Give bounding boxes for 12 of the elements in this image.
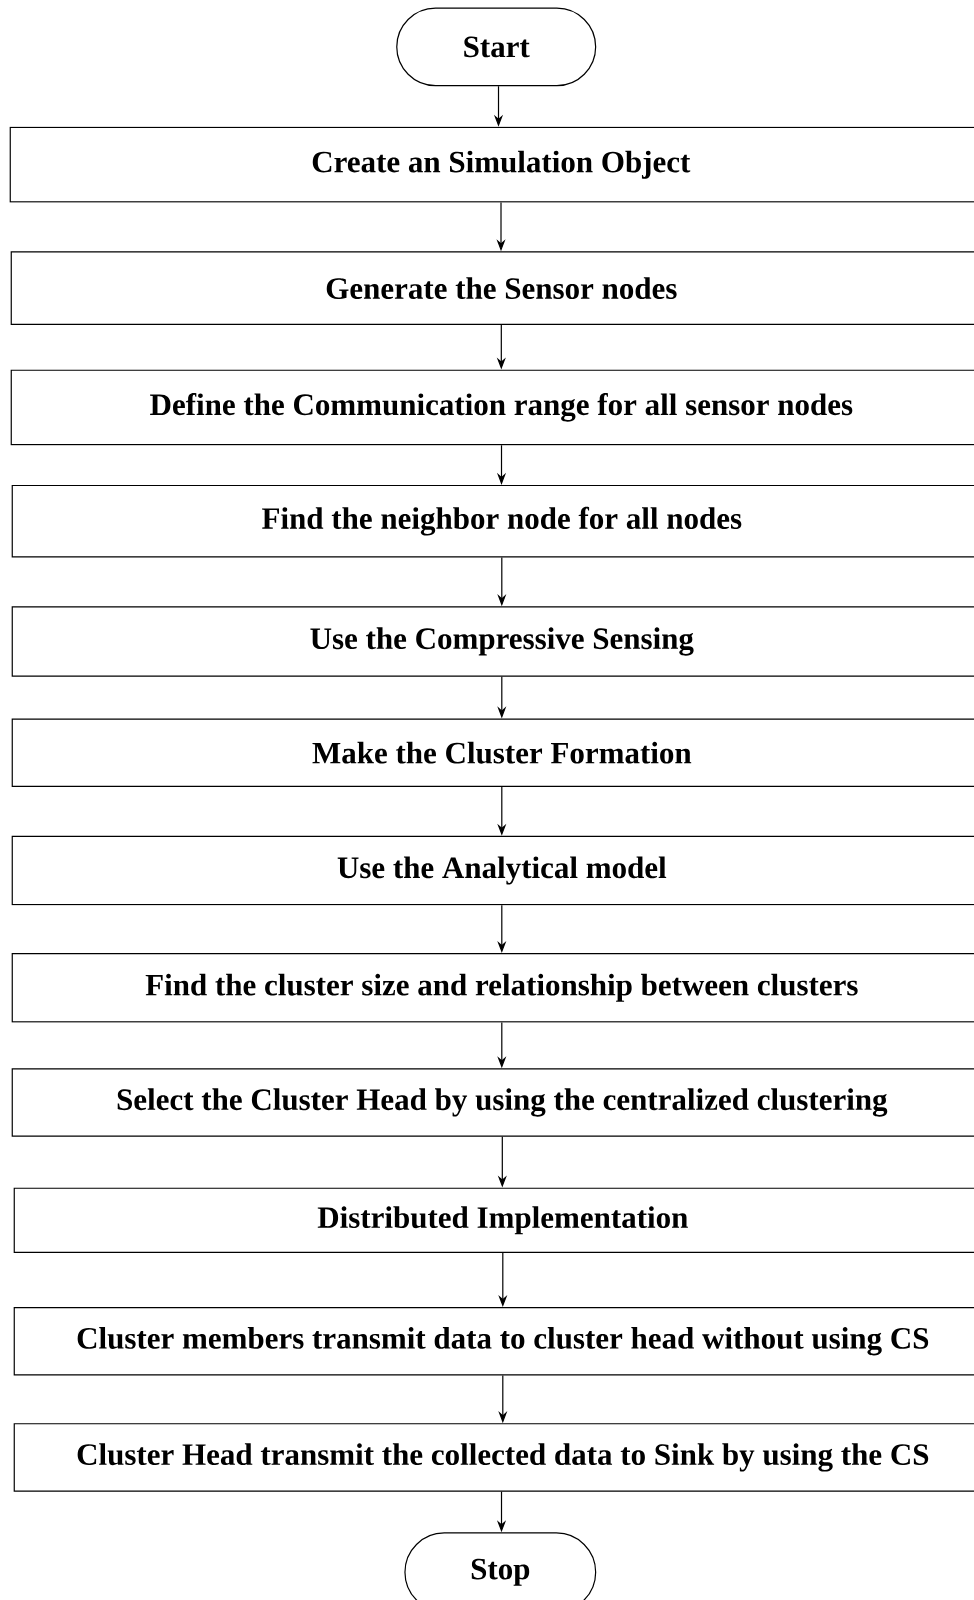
process-box: Create an Simulation Object xyxy=(9,126,974,203)
process-box: Cluster members transmit data to cluster head without using CS xyxy=(13,1306,974,1376)
process-box: Cluster Head transmit the collected data to Sink by using the CS xyxy=(13,1423,974,1492)
process-box: Generate the Sensor nodes xyxy=(10,251,974,325)
process-box: Find the neighbor node for all nodes xyxy=(11,484,974,558)
process-box: Use the Compressive Sensing xyxy=(11,606,974,677)
process-box: Select the Cluster Head by using the centralized clustering xyxy=(11,1068,974,1137)
process-box: Define the Communication range for all sensor nodes xyxy=(10,369,974,446)
process-box: Make the Cluster Formation xyxy=(11,718,974,787)
process-box: Distributed Implementation xyxy=(13,1187,974,1254)
process-box: Find the cluster size and relationship between clusters xyxy=(11,953,974,1023)
process-box: Use the Analytical model xyxy=(11,835,974,906)
